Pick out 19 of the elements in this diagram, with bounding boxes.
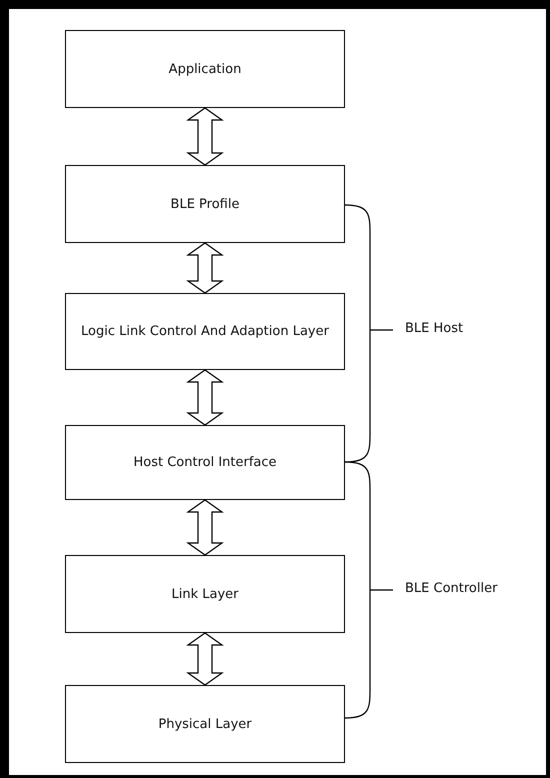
layer-box	[65, 293, 345, 370]
group-label: BLE Host	[405, 321, 464, 336]
double-arrow	[186, 107, 224, 166]
layer-name: Host Control Interface	[133, 455, 277, 470]
double-arrow	[186, 499, 224, 556]
layer-box	[65, 425, 345, 500]
layer-name: Link Layer	[172, 586, 238, 602]
layer-name: Physical Layer	[158, 716, 252, 732]
layer-box	[65, 165, 345, 243]
layer-name: Application	[168, 62, 242, 76]
layer-box	[65, 685, 345, 763]
group-label: BLE Controller	[405, 581, 498, 596]
double-arrow	[186, 632, 224, 686]
layer-box	[65, 555, 345, 633]
double-arrow	[186, 369, 224, 426]
layer-box	[65, 30, 345, 108]
layer-name: Logic Link Control And Adaption Layer	[81, 324, 329, 339]
double-arrow	[186, 242, 224, 294]
layer-name: BLE Profile	[170, 196, 240, 212]
